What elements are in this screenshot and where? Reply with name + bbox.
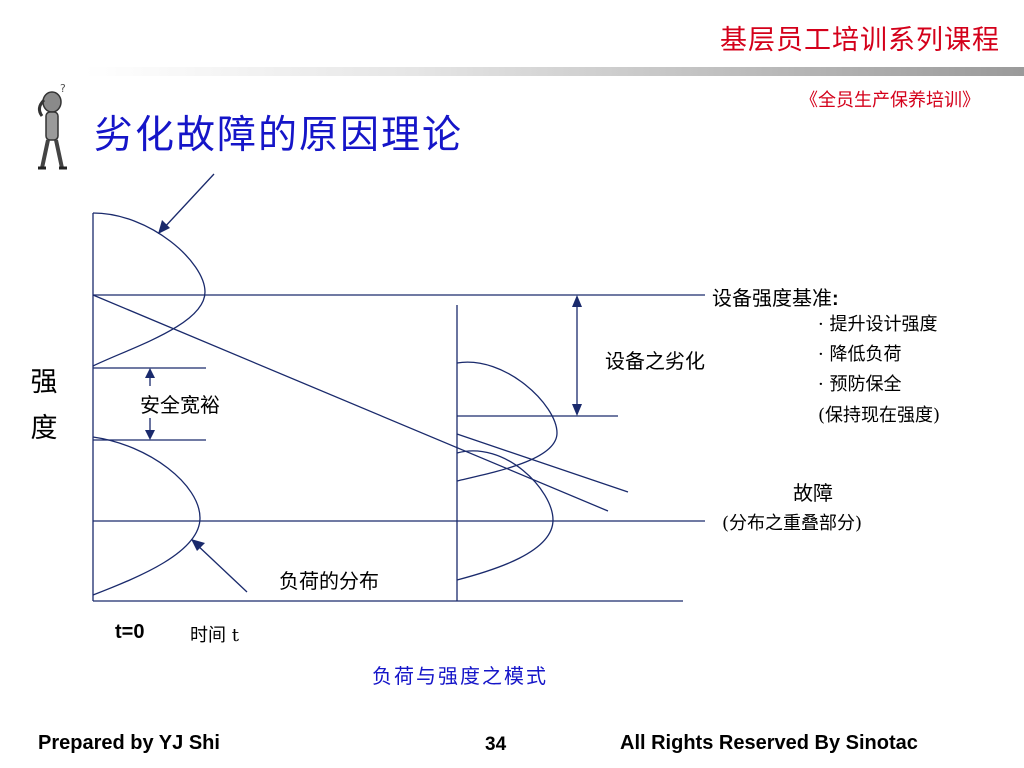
deterioration-arrow-bottom (572, 404, 582, 416)
strength-distribution-curve (92, 212, 206, 367)
thinking-person-icon: ? (37, 82, 67, 170)
measure-item: · 提升设计强度 (818, 314, 938, 335)
safety-arrow-bottom (145, 430, 155, 440)
header-gradient-bar (85, 67, 1024, 76)
safety-margin-label: 安全宽裕 (140, 393, 220, 417)
load-distribution-curve (92, 436, 201, 596)
t0-label: t=0 (115, 621, 145, 643)
measure-item: · 降低负荷 (818, 344, 902, 365)
footer-rights: All Rights Reserved By Sinotac (620, 732, 918, 754)
strength-standard-text: 设备强度基准 (712, 286, 832, 310)
strength-standard-colon: : (832, 288, 839, 310)
time-axis-label: 时间 t (190, 625, 239, 646)
strength-curve-pointer (161, 173, 215, 231)
diagram-caption: 负荷与强度之模式 (372, 664, 548, 688)
load-pointer-arrowhead (191, 539, 205, 551)
failure-note: (分布之重叠部分) (722, 513, 863, 534)
page-number: 34 (485, 734, 507, 755)
strength-standard-label: 设备强度基准: (712, 282, 839, 311)
deterioration-arrow-top (572, 295, 582, 307)
footer-prepared-by: Prepared by YJ Shi (38, 732, 220, 754)
slide-title: 劣化故障的原因理论 (94, 113, 464, 158)
load-distribution-label: 负荷的分布 (279, 569, 379, 593)
measure-item: · 预防保全 (818, 374, 902, 395)
keep-strength-note: (保持现在强度) (818, 405, 941, 426)
later-load-curve (456, 450, 554, 581)
deterioration-label: 设备之劣化 (605, 349, 705, 373)
series-title: 基层员工培训系列课程 (720, 25, 1000, 56)
y-axis-label: 强 度 (30, 367, 58, 444)
strength-decline-line (92, 294, 609, 512)
strength-pointer-arrowhead (158, 220, 170, 234)
deteriorated-strength-curve (456, 361, 558, 482)
course-title: 《全员生产保养培训》 (800, 90, 980, 111)
failure-label: 故障 (793, 481, 833, 505)
svg-text:?: ? (60, 82, 66, 95)
strength-decline-line-2 (456, 433, 629, 493)
safety-arrow-top (145, 368, 155, 378)
load-curve-pointer (194, 542, 248, 593)
